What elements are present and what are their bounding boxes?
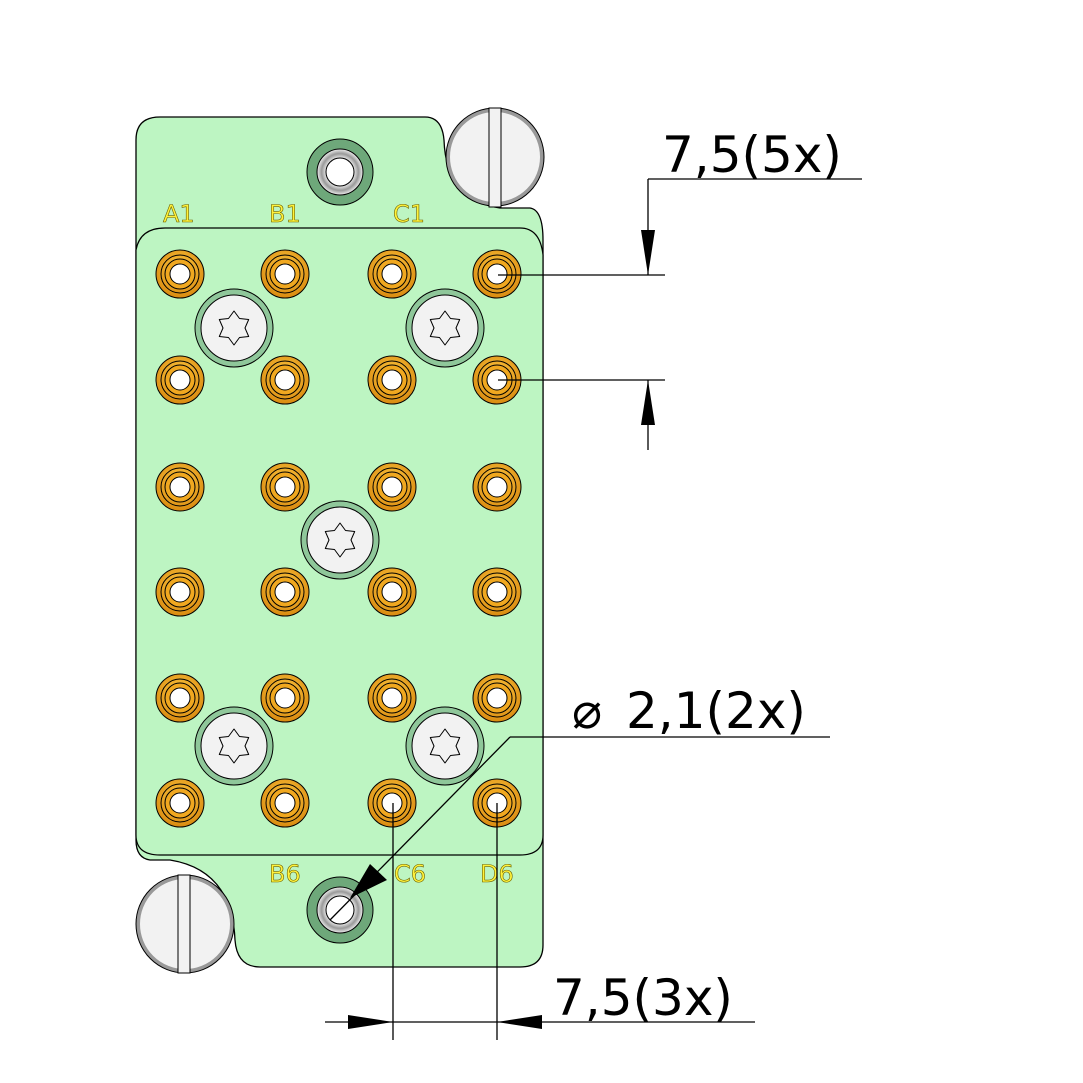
contact-pin <box>472 355 522 405</box>
contact-pin <box>260 355 310 405</box>
contact-pin <box>155 673 205 723</box>
torx-drive-icon <box>429 310 461 346</box>
torx-screw <box>405 706 485 786</box>
torx-drive-icon <box>429 728 461 764</box>
contact-pin <box>367 567 417 617</box>
contact-pin <box>472 462 522 512</box>
pin-label-b6: B6 <box>269 860 301 888</box>
contact-pin <box>155 249 205 299</box>
contact-pin <box>367 249 417 299</box>
guide-hole-top <box>306 138 374 206</box>
pin-label-c6: C6 <box>394 860 426 888</box>
contact-pin <box>367 462 417 512</box>
torx-screw <box>405 288 485 368</box>
torx-drive-icon <box>218 728 250 764</box>
diameter-symbol: ⌀ <box>572 682 602 740</box>
contact-pin <box>260 778 310 828</box>
slotted-screw-bottom-left <box>135 874 235 974</box>
slotted-screw-top-right <box>445 107 545 208</box>
torx-screw <box>194 706 274 786</box>
contact-pin <box>260 462 310 512</box>
torx-drive-icon <box>324 522 356 558</box>
torx-screw <box>194 288 274 368</box>
pin-label-c1: C1 <box>393 200 425 228</box>
torx-drive-icon <box>218 310 250 346</box>
contact-pin <box>155 778 205 828</box>
contact-pin <box>472 673 522 723</box>
hole-diameter-value: 2,1(2x) <box>626 682 806 740</box>
contact-pin <box>260 673 310 723</box>
pin-label-a1: A1 <box>163 200 195 228</box>
vertical-pitch-value: 7,5(5x) <box>662 126 842 184</box>
contact-pin <box>472 249 522 299</box>
torx-screw <box>300 500 380 580</box>
contact-pin <box>472 567 522 617</box>
contact-pin <box>367 778 417 828</box>
contact-pin <box>155 355 205 405</box>
pin-label-b1: B1 <box>269 200 301 228</box>
contact-pin <box>367 355 417 405</box>
dimension-vertical-pitch: 7,5(5x) <box>498 126 862 450</box>
contact-pin <box>155 462 205 512</box>
contact-pin <box>260 249 310 299</box>
dimension-horizontal-pitch: 7,5(3x) <box>325 803 755 1040</box>
contact-pin <box>367 673 417 723</box>
contact-pin <box>260 567 310 617</box>
contact-pin <box>155 567 205 617</box>
dimension-hole-diameter: ⌀ 2,1(2x) <box>329 682 830 921</box>
horizontal-pitch-value: 7,5(3x) <box>553 969 733 1027</box>
